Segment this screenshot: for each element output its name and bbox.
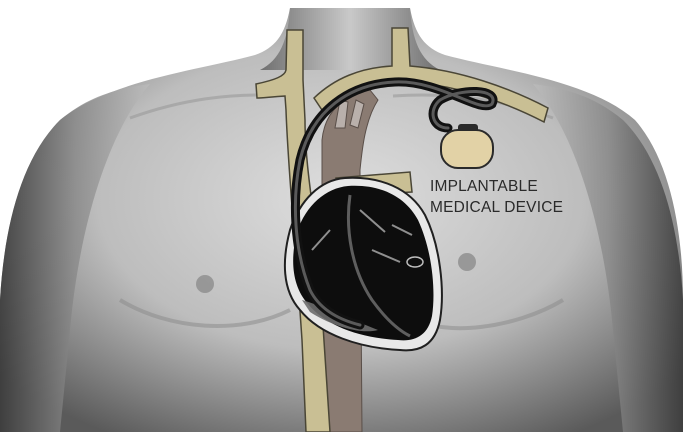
device-label-line2: MEDICAL DEVICE <box>430 197 630 218</box>
device-label-line1: IMPLANTABLE <box>430 176 630 197</box>
device-body <box>441 130 493 168</box>
device-label: IMPLANTABLE MEDICAL DEVICE <box>430 176 630 218</box>
right-nipple <box>458 253 476 271</box>
left-nipple <box>196 275 214 293</box>
